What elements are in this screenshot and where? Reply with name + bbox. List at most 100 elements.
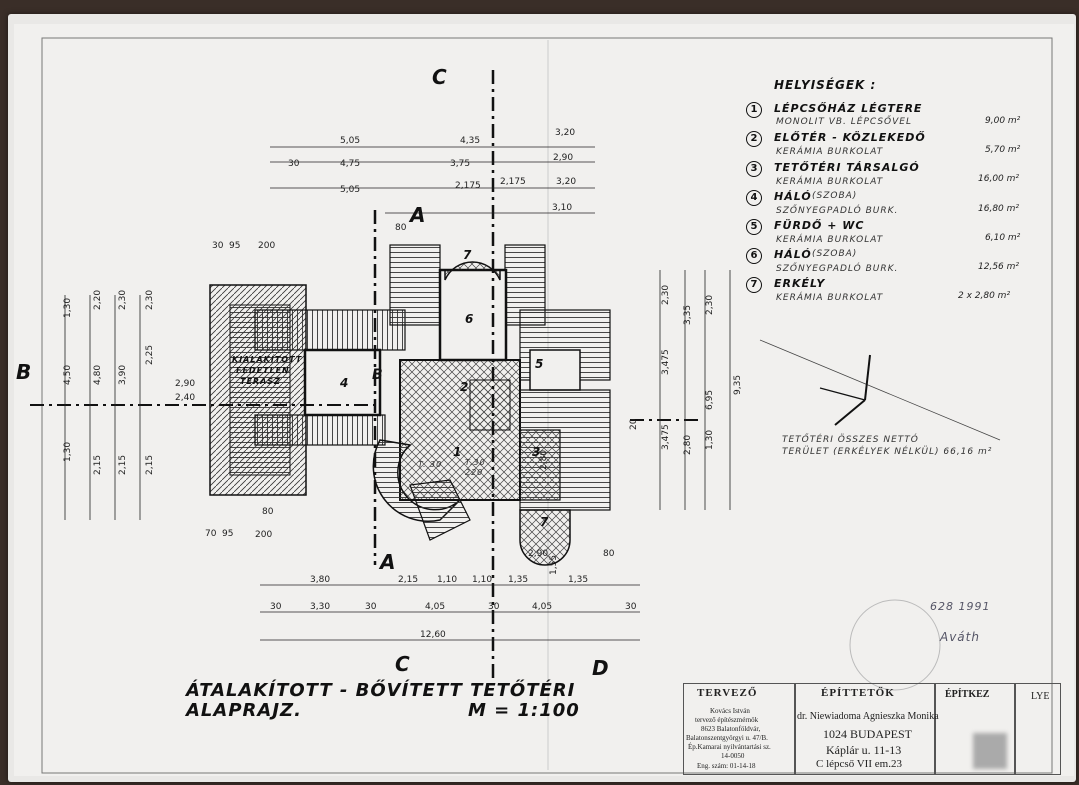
room-area-6: 12,56 m² xyxy=(978,262,1020,272)
section-label-a-top: A xyxy=(410,203,426,227)
svg-text:2,40: 2,40 xyxy=(175,393,195,403)
builder2-header: ÉPÍTKEZ xyxy=(945,689,990,700)
svg-text:30: 30 xyxy=(212,241,224,251)
room-finish-7: KERÁMIA BURKOLAT xyxy=(776,293,884,303)
svg-text:3,475: 3,475 xyxy=(661,349,671,375)
svg-text:2,175: 2,175 xyxy=(500,177,526,187)
svg-text:30: 30 xyxy=(488,602,500,612)
builders-line-3: Káplár u. 11-13 xyxy=(826,743,902,757)
svg-text:1,35: 1,35 xyxy=(568,575,588,585)
room-finish-4: SZŐNYEGPADLÓ BURK. xyxy=(776,206,899,216)
svg-text:200: 200 xyxy=(258,241,275,251)
room-number-1: 1 xyxy=(746,102,762,118)
svg-text:12,60: 12,60 xyxy=(420,630,446,640)
stair-note-1: T. 30 xyxy=(418,460,443,469)
section-label-d-bottom: D xyxy=(592,656,609,680)
room-area-7: 2 x 2,80 m² xyxy=(958,291,1011,301)
designer-line-7: Eng. szám: 01-14-18 xyxy=(697,762,756,770)
room-note-4: (SZOBA) xyxy=(812,191,858,201)
svg-text:80: 80 xyxy=(603,549,615,559)
room-area-3: 16,00 m² xyxy=(978,174,1020,184)
svg-text:80: 80 xyxy=(262,507,274,517)
svg-text:30: 30 xyxy=(270,602,282,612)
svg-text:95: 95 xyxy=(229,241,240,251)
room-number-4: 4 xyxy=(746,190,762,206)
plan-room-3: 3 xyxy=(532,445,542,459)
rooms-header: HELYISÉGEK : xyxy=(774,78,877,92)
room-name-4: HÁLÓ xyxy=(774,190,812,203)
svg-text:4,35: 4,35 xyxy=(460,136,480,146)
dimension-lines xyxy=(64,146,731,641)
room-area-2: 5,70 m² xyxy=(985,145,1021,155)
room-area-5: 6,10 m² xyxy=(985,233,1021,243)
plan-room-5: 5 xyxy=(535,357,545,371)
svg-text:2,90: 2,90 xyxy=(553,153,573,163)
svg-text:3,20: 3,20 xyxy=(555,128,575,138)
svg-text:2,15: 2,15 xyxy=(145,455,155,475)
svg-text:4,80: 4,80 xyxy=(93,365,103,385)
svg-text:1,10: 1,10 xyxy=(472,575,492,585)
svg-text:2,80: 2,80 xyxy=(683,435,693,455)
north-arrow xyxy=(759,339,1001,441)
room-name-1: LÉPCSŐHÁZ LÉGTERE xyxy=(774,102,923,115)
room-name-5: FÜRDŐ + WC xyxy=(774,219,865,232)
total-area-line-1: TETŐTÉRI ÖSSZES NETTÓ xyxy=(782,435,919,445)
plan-room-7-bottom: 7 xyxy=(540,515,550,529)
svg-text:1,10: 1,10 xyxy=(437,575,457,585)
room-finish-3: KERÁMIA BURKOLAT xyxy=(776,177,884,187)
svg-text:1,55: 1,55 xyxy=(549,555,559,575)
plan-room-6: 6 xyxy=(465,312,475,326)
svg-text:200: 200 xyxy=(255,530,272,540)
room-area-1: 9,00 m² xyxy=(985,116,1021,126)
section-label-b-left: B xyxy=(16,360,32,384)
svg-text:2,15: 2,15 xyxy=(93,455,103,475)
extra-header: LYE xyxy=(1031,691,1050,702)
title-block: TERVEZŐ Kovács István tervező építészmér… xyxy=(683,683,1061,775)
svg-text:80: 80 xyxy=(395,223,407,233)
section-label-b-center: B xyxy=(372,367,383,383)
svg-text:1,35: 1,35 xyxy=(508,575,528,585)
svg-text:3,35: 3,35 xyxy=(683,305,693,325)
svg-text:2,15: 2,15 xyxy=(118,455,128,475)
svg-text:2,15: 2,15 xyxy=(398,575,418,585)
plan-room-7-top: 7 xyxy=(463,248,473,262)
svg-text:20: 20 xyxy=(629,418,639,430)
svg-text:5,05: 5,05 xyxy=(340,136,360,146)
svg-text:9,35: 9,35 xyxy=(733,375,743,395)
svg-text:1,30: 1,30 xyxy=(63,298,73,318)
room-name-6: HÁLÓ xyxy=(774,248,812,261)
svg-text:2,25: 2,25 xyxy=(145,345,155,365)
svg-text:30: 30 xyxy=(365,602,377,612)
builders-cell xyxy=(795,683,935,775)
room-name-3: TETŐTÉRI TÁRSALGÓ xyxy=(774,161,920,174)
mid-dimension-text: 2,90 2,40 20 2,80 1,55 2,90 80 xyxy=(175,379,639,575)
designer-line-3: 8623 Balatonföldvár, xyxy=(701,725,761,733)
room-number-7: 7 xyxy=(746,277,762,293)
roof-left xyxy=(209,284,406,496)
svg-text:3,80: 3,80 xyxy=(310,575,330,585)
stair-note-2: T.30 xyxy=(465,458,486,467)
svg-text:2,30: 2,30 xyxy=(118,290,128,310)
plan-room-4: 4 xyxy=(340,376,350,390)
svg-text:30: 30 xyxy=(625,602,637,612)
terrace-label-1: KIALAKÍTOTT xyxy=(232,355,303,364)
svg-text:5,05: 5,05 xyxy=(340,185,360,195)
svg-text:3,30: 3,30 xyxy=(310,602,330,612)
svg-text:2,80: 2,80 xyxy=(539,450,549,470)
section-label-a-bottom: A xyxy=(380,550,396,574)
svg-text:3,90: 3,90 xyxy=(118,365,128,385)
svg-text:95: 95 xyxy=(222,529,233,539)
svg-text:2,30: 2,30 xyxy=(661,285,671,305)
svg-text:4,05: 4,05 xyxy=(425,602,445,612)
room-finish-6: SZŐNYEGPADLÓ BURK. xyxy=(776,264,899,274)
svg-text:2,175: 2,175 xyxy=(455,181,481,191)
svg-text:2,90: 2,90 xyxy=(175,379,195,389)
room-name-2: ELŐTÉR - KÖZLEKEDŐ xyxy=(774,131,926,144)
svg-text:30: 30 xyxy=(288,159,300,169)
drawing-title-line-2: ALAPRAJZ. xyxy=(186,700,302,721)
terrace-label-2: FEDETLEN xyxy=(236,366,290,375)
section-label-c-bottom: C xyxy=(395,652,410,676)
svg-text:1,30: 1,30 xyxy=(63,442,73,462)
